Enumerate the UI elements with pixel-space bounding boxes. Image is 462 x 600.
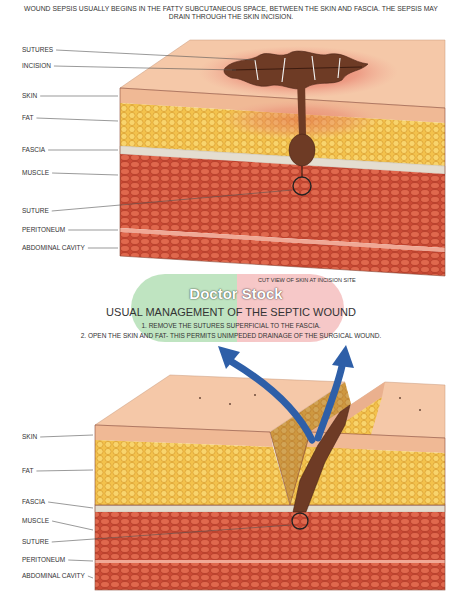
block-outline — [120, 88, 445, 276]
layer-label: FASCIA — [22, 498, 45, 505]
leader-line — [56, 50, 256, 60]
layer-label: MUSCLE — [22, 517, 49, 524]
leader-line — [36, 118, 118, 121]
incision-line — [232, 67, 362, 70]
leader-line — [68, 560, 93, 561]
watermark: Doctor Stock — [189, 285, 282, 302]
arrow-shaft — [232, 362, 312, 440]
skin-sutures — [255, 56, 340, 82]
layer-label: PERITONEUM — [22, 226, 65, 233]
fat-layer — [95, 440, 290, 505]
layer-label: ABDOMINAL CAVITY — [22, 572, 85, 579]
leader-line — [52, 521, 93, 530]
block-outline — [95, 505, 445, 590]
layer-label: SKIN — [22, 92, 37, 99]
leader-line — [54, 66, 236, 70]
wedge-outline — [95, 425, 290, 505]
skin-surface — [95, 375, 345, 432]
title-text: WOUND SEPSIS USUALLY BEGINS IN THE FATTY… — [21, 5, 441, 21]
leader-line — [68, 230, 118, 231]
leader-line — [36, 470, 93, 471]
step-text: 1. REMOVE THE SUTURES SUPERFICIAL TO THE… — [141, 322, 320, 329]
layer-label: MUSCLE — [22, 169, 49, 176]
caption-note: CUT VIEW OF SKIN AT INCISION SITE — [258, 277, 356, 283]
leader-line — [40, 96, 118, 97]
section-heading: USUAL MANAGEMENT OF THE SEPTIC WOUND — [106, 306, 356, 319]
layer-label: PERITONEUM — [22, 556, 65, 563]
sepsis-blob — [224, 51, 368, 89]
arrow-head — [332, 345, 354, 368]
top-tissue-block — [120, 40, 445, 276]
suture-holes — [199, 394, 421, 411]
leader-line — [48, 502, 93, 508]
layer-label: FAT — [22, 114, 33, 121]
suture-thread — [301, 166, 302, 177]
muscle-layer — [95, 512, 445, 560]
arrow-shaft — [318, 366, 342, 438]
bottom-tissue-block — [95, 345, 445, 590]
fascia-layer — [95, 505, 445, 512]
step-text: 2. OPEN THE SKIN AND FAT- THIS PERMITS U… — [81, 332, 382, 339]
leader-line — [48, 150, 118, 151]
muscle-layer — [120, 232, 445, 276]
leader-line — [52, 525, 291, 542]
fascia-suture-loop — [292, 513, 308, 529]
leader-line — [88, 248, 118, 249]
arrow-head — [218, 346, 240, 369]
leader-line — [40, 435, 93, 437]
layer-label: SKIN — [22, 433, 37, 440]
leader-line — [52, 190, 292, 211]
layer-label: ABDOMINAL CAVITY — [22, 244, 85, 251]
drain-tract — [297, 80, 306, 136]
part-label: SUTURES — [22, 46, 53, 53]
part-label: INCISION — [22, 62, 51, 69]
muscle-layer — [95, 563, 445, 590]
leader-line — [52, 173, 118, 175]
abscess-pocket — [289, 134, 315, 166]
peritoneum-layer — [95, 560, 445, 563]
fascia-suture-loop — [293, 177, 311, 195]
part-label: SUTURE — [22, 538, 49, 545]
leader-line — [88, 576, 93, 578]
layer-label: FASCIA — [22, 146, 45, 153]
part-label: SUTURE — [22, 207, 49, 214]
layer-label: FAT — [22, 467, 33, 474]
drainage-arrows — [218, 345, 354, 440]
